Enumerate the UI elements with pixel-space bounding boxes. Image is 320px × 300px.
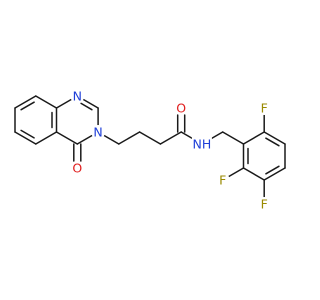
atom-f-bottom: F	[257, 197, 272, 212]
bond-chain	[159, 131, 182, 145]
bond-c-f	[228, 167, 245, 178]
bond-aryl-double	[265, 165, 280, 175]
bond-benzo-ring	[35, 131, 58, 145]
bond-benzo-ring	[14, 131, 37, 145]
atom-label-o-ring: O	[72, 161, 82, 176]
atom-label-f-top: F	[261, 101, 268, 116]
bond-benzo-double	[20, 101, 35, 111]
bond-chain	[138, 131, 162, 145]
atom-label-o-amide: O	[176, 101, 186, 116]
atom-n-ring-top: N	[70, 89, 85, 104]
bond-aryl-ring	[242, 131, 265, 145]
atom-label-n-ring-bottom: N	[93, 125, 102, 140]
atom-label-n-ring-top: N	[73, 89, 82, 104]
bond-chain	[118, 131, 141, 145]
bond-aryl-ring	[263, 131, 286, 145]
bond-lines	[14, 95, 286, 198]
molecule-structure: N N O O NH F F F	[14, 89, 286, 212]
bond-aryl-double	[265, 137, 280, 147]
atom-label-nh-amide: NH	[193, 137, 212, 152]
bond-aryl-ring	[242, 167, 265, 181]
atom-label-f-bottom: F	[261, 197, 268, 212]
atom-f-middle: F	[215, 173, 230, 188]
atom-nh-amide: NH	[191, 137, 212, 152]
atom-o-ring: O	[70, 161, 85, 176]
atom-o-amide: O	[174, 101, 189, 116]
bond-benzyl	[221, 131, 245, 145]
bond-benzo-ring	[14, 95, 37, 109]
bond-benzo-double	[20, 129, 35, 139]
bond-n1-c2	[82, 98, 99, 109]
atom-f-top: F	[257, 101, 272, 116]
bond-aryl-ring	[263, 167, 286, 181]
atom-n-ring-bottom: N	[91, 125, 106, 140]
bond-c8a-n1	[55, 98, 72, 109]
bond-c4-c4a	[55, 131, 79, 145]
bond-benzo-ring	[35, 95, 58, 109]
bond-n3-ch2	[103, 134, 120, 145]
bond-n1-c2-double	[80, 102, 93, 111]
bond-n3-c4	[76, 134, 93, 145]
atom-label-f-middle: F	[219, 173, 226, 188]
